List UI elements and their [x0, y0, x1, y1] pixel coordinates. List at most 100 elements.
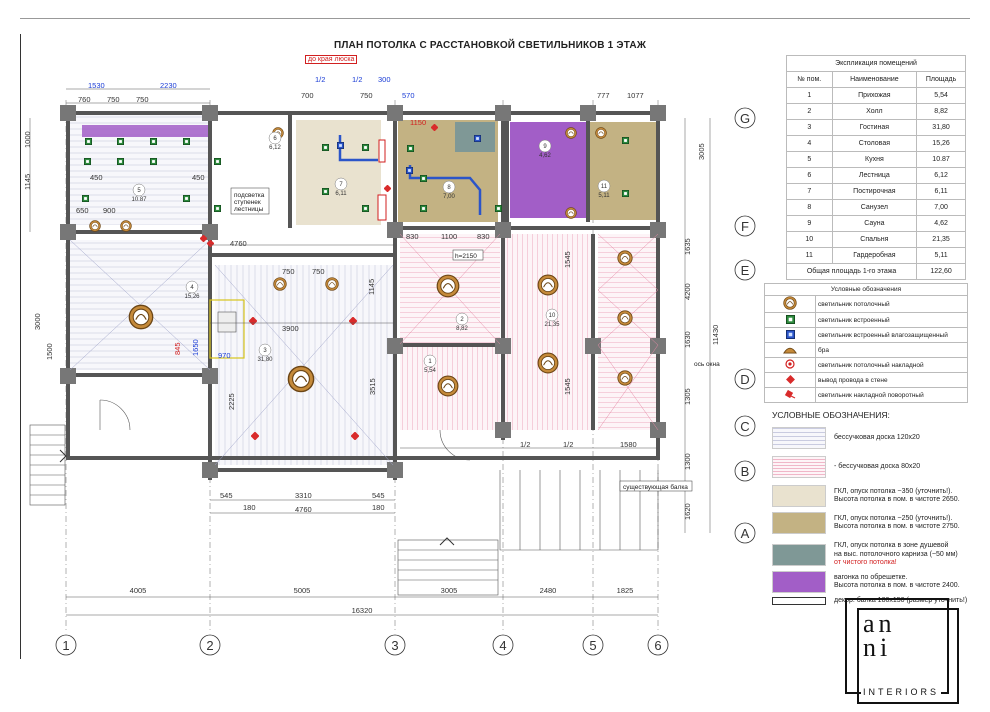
svg-text:8,82: 8,82: [456, 326, 468, 332]
dimension-lines: [29, 88, 711, 616]
svg-text:570: 570: [402, 91, 415, 100]
svg-text:545: 545: [372, 491, 385, 500]
svg-text:7: 7: [339, 182, 343, 188]
svg-text:1620: 1620: [683, 503, 692, 520]
svg-text:h=2150: h=2150: [455, 253, 477, 260]
svg-text:1305: 1305: [683, 388, 692, 405]
material-label: Высота потолка в пом. в чистоте 2650.: [834, 496, 960, 503]
svg-text:1545: 1545: [563, 378, 572, 395]
svg-text:750: 750: [107, 95, 120, 104]
svg-text:5,11: 5,11: [598, 193, 610, 199]
svg-text:650: 650: [76, 206, 89, 215]
legend-label: бра: [815, 342, 968, 358]
room-labels: 5 10.87 4 15,26 3 31,80 6 6,12 7 6,11 8 …: [131, 131, 610, 374]
svg-text:7,00: 7,00: [443, 194, 455, 200]
material-label: декор. балка 180х150 (размер уточнить!): [834, 596, 968, 604]
ceiling-lamp-icon: [565, 207, 577, 219]
svg-text:3310: 3310: [295, 491, 312, 500]
material-legend-row: декор. балка 180х150 (размер уточнить!): [772, 594, 967, 608]
svg-text:2230: 2230: [160, 81, 177, 90]
svg-text:1630: 1630: [683, 331, 692, 348]
ceiling-lamp-icon: [617, 370, 633, 386]
svg-text:1650: 1650: [191, 339, 200, 356]
stair-and-doors: [29, 299, 659, 596]
drawing-title: ПЛАН ПОТОЛКА С РАССТАНОВКОЙ СВЕТИЛЬНИКОВ…: [333, 40, 647, 51]
material-label: Высота потолка в пом. в чистоте 2400.: [834, 582, 960, 589]
svg-text:750: 750: [360, 91, 373, 100]
explication-title: Экспликация помещений: [786, 55, 966, 72]
swivel-lamp-icon: [784, 389, 796, 399]
svg-text:1100: 1100: [441, 232, 457, 241]
material-swatch: [772, 571, 826, 593]
legend-label: светильник встроенный влагозащищенный: [815, 327, 968, 343]
svg-text:180: 180: [243, 503, 256, 512]
axis-label: 4: [499, 638, 506, 653]
svg-text:750: 750: [312, 267, 325, 276]
svg-text:2: 2: [460, 317, 464, 323]
svg-text:6,12: 6,12: [269, 145, 281, 151]
svg-text:900: 900: [103, 206, 116, 215]
ceiling-lamp-icon: [437, 375, 459, 397]
axis-label: 5: [589, 638, 596, 653]
svg-text:1145: 1145: [367, 279, 376, 295]
ceiling-lamp-icon: [537, 274, 559, 296]
svg-text:830: 830: [406, 232, 419, 241]
svg-text:1/2: 1/2: [563, 440, 573, 449]
svg-text:1145: 1145: [23, 174, 32, 190]
walls: [66, 111, 660, 480]
ceiling-lamp-icon: [617, 250, 633, 266]
legend-row: бра: [764, 342, 968, 358]
material-label: вагонка по обрешетке.: [834, 573, 908, 581]
ceiling-lamp-icon: [783, 296, 797, 310]
material-label: ГКЛ, опуск потолка ~250 (уточнить!).: [834, 514, 953, 522]
bedroom-column: [598, 234, 658, 430]
material-swatch: [772, 544, 826, 566]
dim-text: 5005: [294, 586, 311, 595]
svg-text:6: 6: [273, 136, 277, 142]
material-warning: от чистого потолка!: [834, 559, 897, 567]
svg-text:10.87: 10.87: [131, 197, 147, 203]
svg-text:750: 750: [282, 267, 295, 276]
axis-label: E: [741, 263, 750, 278]
svg-text:4200: 4200: [683, 283, 692, 300]
kitchen-violet-strip: [82, 125, 208, 137]
svg-text:5,54: 5,54: [424, 368, 436, 374]
ceiling-lamp-icon: [120, 220, 132, 232]
svg-text:450: 450: [90, 173, 103, 182]
svg-text:300: 300: [378, 75, 391, 84]
svg-text:9: 9: [543, 144, 547, 150]
symbols-legend-title: Условные обозначения: [764, 283, 968, 295]
svg-text:545: 545: [220, 491, 233, 500]
axis-label: 2: [206, 638, 213, 653]
wall-posts: [60, 105, 666, 478]
material-label: на выс. потолочного карниза (~50 мм): [834, 550, 958, 558]
material-swatch: [772, 456, 826, 478]
legend-row: светильник накладной поворотный: [764, 387, 968, 403]
table-header-row: № пом. Наименование Площадь: [786, 71, 966, 88]
svg-text:лестницы: лестницы: [234, 206, 264, 213]
ceiling-lamp-icon: [595, 127, 607, 139]
axis-markers-horizontal: G F E D C B A: [734, 107, 756, 544]
svg-text:180: 180: [372, 503, 385, 512]
svg-text:1635: 1635: [683, 238, 692, 255]
logo-frame-inner: [857, 608, 959, 704]
header-room-area: Площадь: [916, 71, 966, 88]
ceiling-lamp-icon: [436, 274, 460, 298]
material-legend-row: ГКЛ, опуск потолка ~350 (уточнить!). Выс…: [772, 484, 960, 508]
svg-text:6,11: 6,11: [335, 191, 347, 197]
logo-monogram: an ni: [863, 609, 896, 662]
hatch-note: до края люска: [305, 55, 358, 64]
heaters: [377, 139, 387, 221]
bottom-dimensions: 4005 5005 3005 2480 1825 16320: [130, 586, 634, 615]
ceiling-lamp-icon: [537, 352, 559, 374]
wall-outlet-icon: [785, 374, 795, 384]
legend-row: вывод провода в стене: [764, 372, 968, 388]
material-swatch: [772, 427, 826, 449]
svg-text:1150: 1150: [410, 118, 426, 127]
